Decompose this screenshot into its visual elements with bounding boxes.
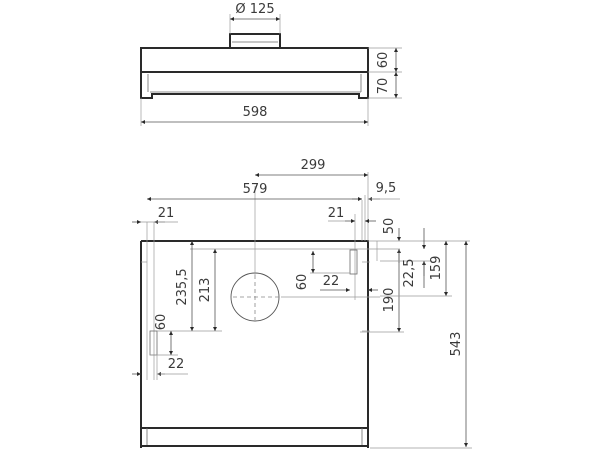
label-right-bracket-height: 60 <box>295 274 310 291</box>
left-bracket-slot <box>149 330 158 356</box>
outlet-collar <box>229 33 281 48</box>
top-view: 299 579 9,5 21 21 50 235,5 213 60 <box>132 158 472 449</box>
hood-lower-body <box>140 72 369 99</box>
label-total-width: 598 <box>243 105 268 120</box>
label-right-159: 159 <box>429 256 444 281</box>
label-lower-height: 70 <box>376 78 391 95</box>
label-outlet-from-top: 213 <box>198 278 213 303</box>
label-total-depth: 543 <box>449 332 464 357</box>
label-left-bracket-from-top: 235,5 <box>175 268 190 305</box>
label-inner-width: 579 <box>243 182 268 197</box>
label-top-offset: 50 <box>382 218 397 235</box>
label-upper-height: 60 <box>376 52 391 69</box>
label-left-edge-offset: 21 <box>158 206 175 221</box>
label-left-bracket-height: 60 <box>154 314 169 331</box>
label-right-190: 190 <box>382 288 397 313</box>
label-right-bracket-from-top: 22,5 <box>402 259 417 288</box>
label-center-offset: 299 <box>301 158 326 173</box>
label-outlet-diameter: Ø 125 <box>235 2 274 17</box>
label-right-bracket-width: 22 <box>323 274 340 289</box>
label-side-offset: 9,5 <box>376 181 397 196</box>
label-right-edge-offset: 21 <box>328 206 345 221</box>
right-bracket-slot <box>349 249 358 275</box>
label-left-bracket-width: 22 <box>168 357 185 372</box>
hood-upper-body <box>140 47 369 73</box>
side-view: Ø 125 60 70 598 <box>140 2 402 126</box>
